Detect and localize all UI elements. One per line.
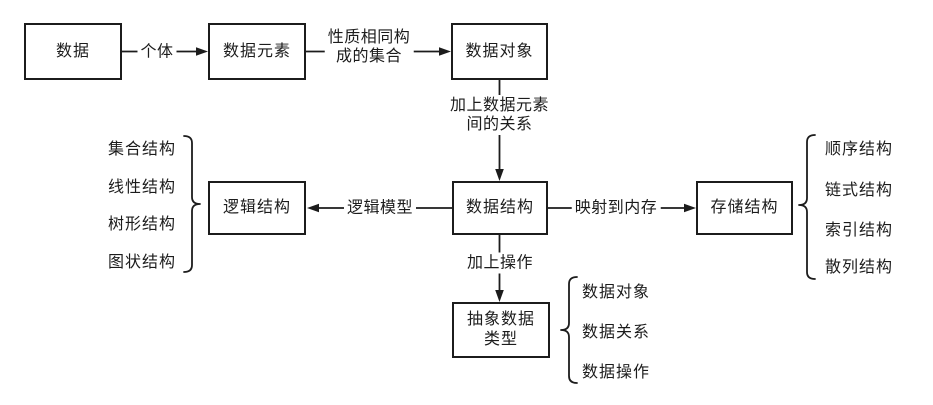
node-logical-structure-label: 逻辑结构 bbox=[222, 199, 291, 216]
list-item-adt-data-relation: 数据关系 bbox=[582, 324, 651, 341]
adt-parts-brace bbox=[560, 276, 578, 384]
node-data: 数据 bbox=[24, 23, 122, 80]
logical-types-brace bbox=[183, 135, 201, 273]
node-storage-structure-label: 存储结构 bbox=[710, 199, 779, 216]
list-item-storage-type-index: 索引结构 bbox=[825, 222, 894, 239]
storage-types-brace bbox=[798, 134, 816, 280]
node-logical-structure: 逻辑结构 bbox=[208, 181, 306, 235]
list-item-logical-type-graph: 图状结构 bbox=[108, 254, 177, 271]
list-item-logical-type-tree: 树形结构 bbox=[108, 216, 177, 233]
list-item-storage-type-hash: 散列结构 bbox=[825, 259, 894, 276]
node-data-label: 数据 bbox=[55, 42, 90, 60]
node-data-structure: 数据结构 bbox=[452, 181, 548, 235]
list-item-storage-type-linked: 链式结构 bbox=[825, 182, 894, 199]
list-item-adt-data-object: 数据对象 bbox=[582, 284, 651, 301]
node-abstract-data-type: 抽象数据 类型 bbox=[452, 302, 550, 358]
edge-label-map-to-memory: 映射到内存 bbox=[571, 197, 661, 219]
node-data-structure-label: 数据结构 bbox=[465, 199, 534, 216]
edge-label-logical-model: 逻辑模型 bbox=[343, 197, 417, 219]
edge-label-add-relations: 加上数据元素 间的关系 bbox=[446, 95, 553, 135]
node-data-object-label: 数据对象 bbox=[465, 42, 534, 60]
edge-label-individual: 个体 bbox=[137, 41, 177, 62]
node-data-object: 数据对象 bbox=[451, 23, 548, 80]
edge-label-add-operations: 加上操作 bbox=[463, 252, 537, 274]
list-item-logical-type-linear: 线性结构 bbox=[108, 179, 177, 196]
node-data-element: 数据元素 bbox=[208, 23, 306, 80]
node-abstract-data-type-label: 抽象数据 类型 bbox=[466, 311, 535, 348]
node-data-element-label: 数据元素 bbox=[222, 42, 291, 60]
node-storage-structure: 存储结构 bbox=[696, 181, 793, 235]
list-item-storage-type-sequential: 顺序结构 bbox=[825, 141, 894, 158]
list-item-logical-type-set: 集合结构 bbox=[108, 141, 177, 158]
edge-label-homogeneous-set: 性质相同构 成的集合 bbox=[324, 27, 414, 67]
list-item-adt-data-operation: 数据操作 bbox=[582, 364, 651, 381]
